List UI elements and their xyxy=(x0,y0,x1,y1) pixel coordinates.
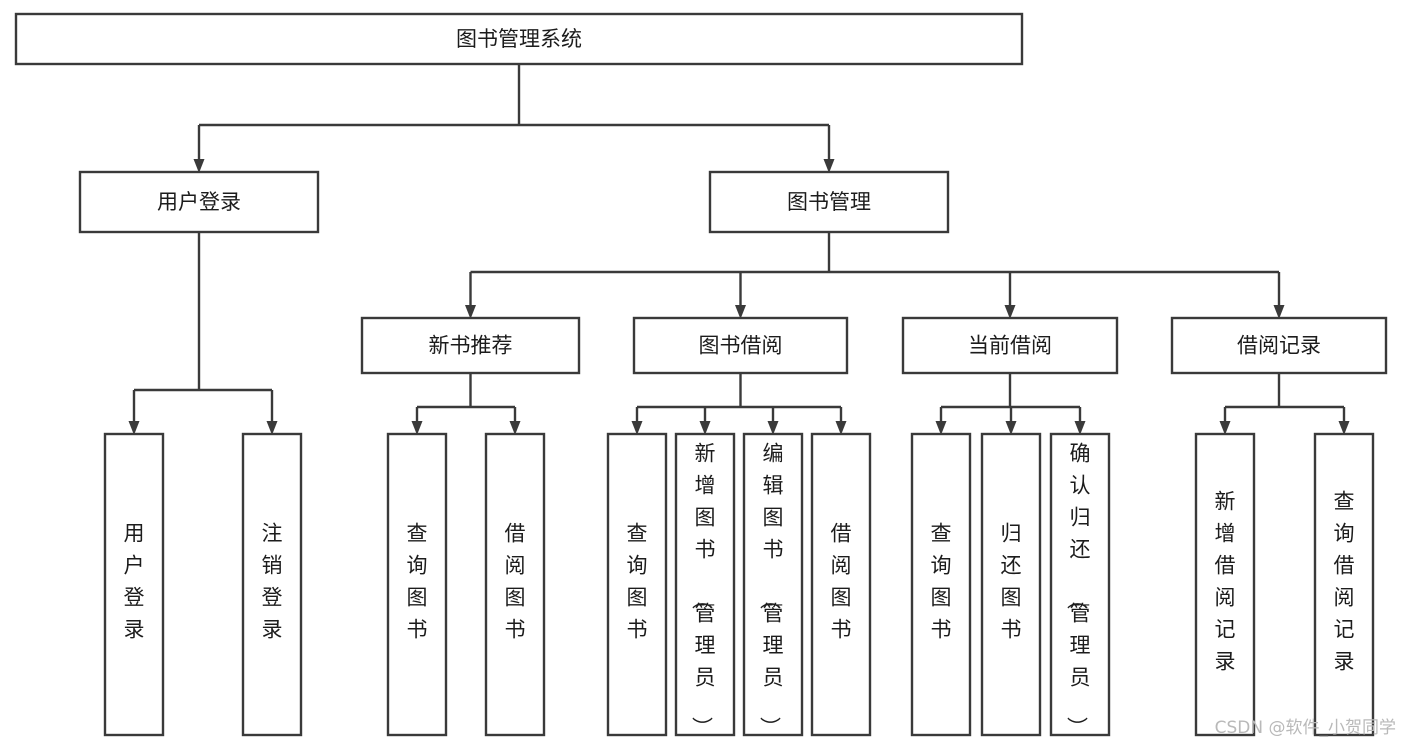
node-leaf-user-login[interactable]: 用户登录 xyxy=(103,432,165,737)
node-label: 图书管理 xyxy=(787,190,871,214)
arrow-head-icon xyxy=(735,305,746,319)
node-leaf-query-book-1[interactable]: 查询图书 xyxy=(386,432,448,737)
node-leaf-query-book-3[interactable]: 查询图书 xyxy=(910,432,972,737)
node-box xyxy=(1170,316,1388,375)
node-box xyxy=(1194,432,1256,737)
node-label: 用户登录 xyxy=(157,190,241,214)
node-box xyxy=(606,432,668,737)
node-label: 新增图书（管理员） xyxy=(690,442,716,738)
connector-group-book-manage xyxy=(465,232,1285,319)
node-leaf-confirm-return[interactable]: 确认归还（管理员） xyxy=(1049,432,1111,738)
arrow-head-icon xyxy=(1219,421,1231,435)
node-box xyxy=(1049,432,1111,737)
node-box xyxy=(360,316,581,375)
arrow-head-icon xyxy=(835,421,847,435)
arrow-head-icon xyxy=(935,421,947,435)
arrow-head-icon xyxy=(509,421,521,435)
arrow-head-icon xyxy=(1005,421,1017,435)
node-leaf-return-book[interactable]: 归还图书 xyxy=(980,432,1042,737)
node-label: 确认归还（管理员） xyxy=(1065,442,1091,738)
node-layer: 图书管理系统用户登录图书管理新书推荐图书借阅当前借阅借阅记录用户登录注销登录查询… xyxy=(14,12,1388,738)
connector-layer xyxy=(128,64,1350,435)
node-box xyxy=(484,432,546,737)
arrow-head-icon xyxy=(1074,421,1086,435)
node-box xyxy=(1313,432,1375,737)
node-current-borrow[interactable]: 当前借阅 xyxy=(901,316,1119,375)
node-borrow-record[interactable]: 借阅记录 xyxy=(1170,316,1388,375)
node-user-login[interactable]: 用户登录 xyxy=(78,170,320,234)
node-box xyxy=(632,316,849,375)
node-label: 图书管理系统 xyxy=(456,27,582,51)
node-box xyxy=(241,432,303,737)
arrow-head-icon xyxy=(699,421,711,435)
node-leaf-edit-book[interactable]: 编辑图书（管理员） xyxy=(742,432,804,738)
node-label: 用户登录 xyxy=(124,522,145,642)
node-book-borrow[interactable]: 图书借阅 xyxy=(632,316,849,375)
node-leaf-borrow-book-2[interactable]: 借阅图书 xyxy=(810,432,872,737)
arrow-head-icon xyxy=(1004,305,1016,319)
node-box xyxy=(980,432,1042,737)
arrow-head-icon xyxy=(266,421,278,435)
node-new-book-rec[interactable]: 新书推荐 xyxy=(360,316,581,375)
node-label: 当前借阅 xyxy=(968,334,1052,358)
node-label: 新书推荐 xyxy=(429,334,513,358)
node-label: 查询图书 xyxy=(931,522,952,642)
connector-group-root xyxy=(193,64,835,173)
node-leaf-add-record[interactable]: 新增借阅记录 xyxy=(1194,432,1256,737)
connector-group-new-book-rec xyxy=(411,373,521,435)
node-box xyxy=(810,432,872,737)
node-label: 借阅记录 xyxy=(1237,334,1321,358)
node-leaf-logout[interactable]: 注销登录 xyxy=(241,432,303,737)
node-root[interactable]: 图书管理系统 xyxy=(14,12,1024,66)
node-box xyxy=(910,432,972,737)
node-leaf-query-book-2[interactable]: 查询图书 xyxy=(606,432,668,737)
arrow-head-icon xyxy=(193,159,205,173)
node-label: 查询图书 xyxy=(407,522,428,642)
node-label: 注销登录 xyxy=(262,522,283,642)
arrow-head-icon xyxy=(1273,305,1285,319)
node-box xyxy=(386,432,448,737)
node-book-manage[interactable]: 图书管理 xyxy=(708,170,950,234)
node-label: 借阅图书 xyxy=(505,522,526,642)
node-label: 借阅图书 xyxy=(831,522,852,642)
arrow-head-icon xyxy=(1338,421,1350,435)
connector-group-borrow-record xyxy=(1219,373,1350,435)
node-label: 编辑图书（管理员） xyxy=(758,442,784,738)
arrow-head-icon xyxy=(128,421,140,435)
node-box xyxy=(103,432,165,737)
arrow-head-icon xyxy=(767,421,779,435)
node-label: 归还图书 xyxy=(1001,522,1022,642)
node-box xyxy=(674,432,736,737)
arrow-head-icon xyxy=(465,305,476,319)
node-box xyxy=(901,316,1119,375)
arrow-head-icon xyxy=(411,421,423,435)
connector-group-user-login xyxy=(128,232,278,435)
arrow-head-icon xyxy=(631,421,643,435)
node-box xyxy=(78,170,320,234)
node-label: 查询图书 xyxy=(627,522,648,642)
connector-group-book-borrow xyxy=(631,373,847,435)
connector-group-current-borrow xyxy=(935,373,1086,435)
node-label: 图书借阅 xyxy=(699,334,783,358)
watermark-label: CSDN @软件_小贺同学 xyxy=(1215,718,1396,738)
node-box xyxy=(742,432,804,737)
node-leaf-borrow-book-1[interactable]: 借阅图书 xyxy=(484,432,546,737)
node-box xyxy=(708,170,950,234)
node-leaf-add-book[interactable]: 新增图书（管理员） xyxy=(674,432,736,738)
node-leaf-query-record[interactable]: 查询借阅记录 xyxy=(1313,432,1375,737)
node-label: 查询借阅记录 xyxy=(1334,490,1355,674)
arrow-head-icon xyxy=(823,159,835,173)
node-box xyxy=(14,12,1024,66)
node-label: 新增借阅记录 xyxy=(1215,490,1236,674)
